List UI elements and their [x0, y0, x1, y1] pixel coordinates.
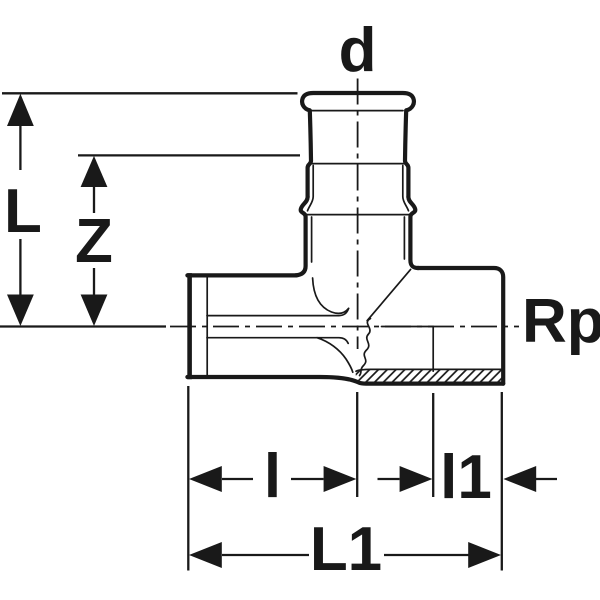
label-d: d [339, 16, 377, 85]
socket-wall-upper-left [305, 108, 314, 200]
break-wavy-line [358, 317, 372, 377]
label-L1: L1 [310, 515, 382, 584]
centerlines [170, 78, 519, 349]
label-l1: l1 [440, 443, 492, 512]
socket-flare-left [293, 194, 310, 278]
label-l: l [264, 442, 281, 511]
label-L: L [4, 177, 42, 246]
body-bottom [185, 374, 506, 386]
branch-bore-left-transition [311, 277, 350, 315]
arrow-Z-up [80, 155, 108, 187]
socket-inner-wall-left [306, 164, 315, 212]
socket-flare-right [406, 194, 421, 271]
dimension-labels: d L Z Rp l l1 L1 [4, 16, 600, 584]
socket-inner-wall-right [401, 164, 410, 212]
arrow-l-right [323, 466, 357, 492]
socket-wall-upper-right [402, 108, 411, 200]
arrow-l1-left [399, 466, 433, 492]
arrow-l-left [189, 466, 222, 492]
arrow-L1-right [468, 542, 501, 568]
arrow-Z-down [80, 294, 108, 326]
inner-cone-diagonal [366, 268, 412, 322]
fitting-drawing: d L Z Rp l l1 L1 [0, 16, 600, 584]
dimension-lines [0, 92, 557, 571]
arrow-L-up [7, 93, 34, 126]
label-Z: Z [75, 207, 113, 276]
bore-line-lower [206, 336, 350, 345]
label-Rp: Rp [522, 287, 600, 356]
arrow-l1-right [503, 466, 537, 492]
hatch-top-edge [355, 368, 503, 373]
dimension-arrowheads [7, 93, 537, 568]
arrow-L-down [7, 294, 34, 326]
body-internal-lines [206, 268, 503, 377]
bore-lower-transition-curve [316, 336, 354, 374]
body-top-right [415, 265, 506, 386]
section-hatch-band [355, 369, 502, 384]
arrow-L1-left [189, 542, 222, 568]
